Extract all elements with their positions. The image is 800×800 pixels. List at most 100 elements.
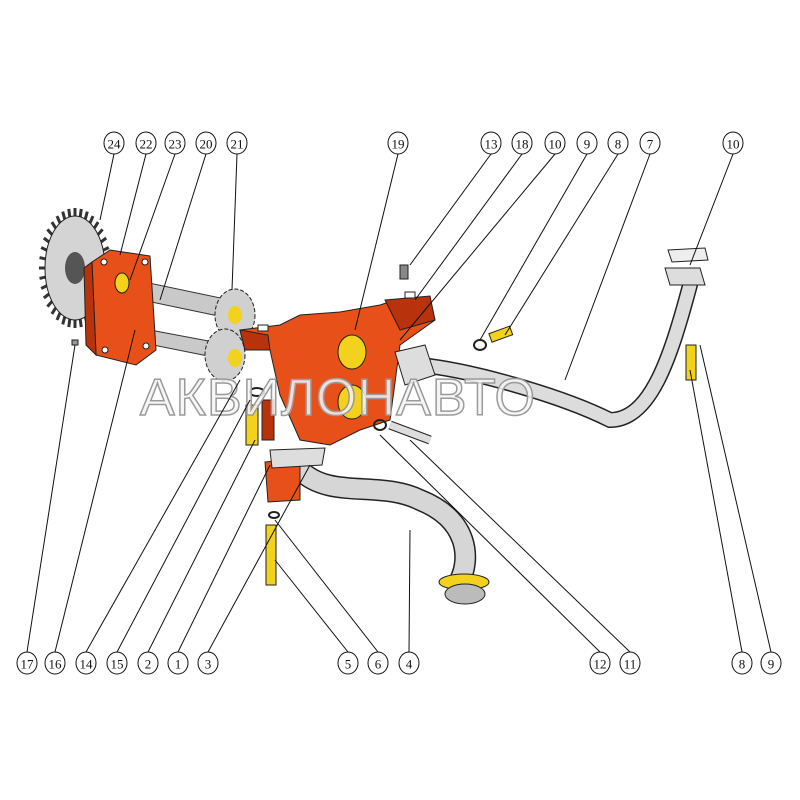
callout-circle bbox=[226, 131, 248, 155]
pump-gears bbox=[204, 288, 256, 382]
callout-circle bbox=[167, 651, 189, 675]
callout-number: 9 bbox=[768, 657, 775, 672]
callout-3: 3 bbox=[197, 651, 219, 675]
leader-line bbox=[689, 153, 734, 266]
leader-line bbox=[119, 153, 147, 256]
callout-number: 10 bbox=[727, 137, 740, 152]
pump-cover bbox=[83, 249, 157, 366]
callout-24: 24 bbox=[103, 131, 125, 155]
callout-number: 22 bbox=[140, 137, 153, 152]
callout-number: 1 bbox=[175, 657, 182, 672]
callout-13: 13 bbox=[480, 131, 502, 155]
gear-tooth bbox=[42, 292, 50, 300]
oil-intake-pipe bbox=[264, 447, 490, 605]
callout-11: 11 bbox=[619, 651, 641, 675]
callout-circle bbox=[195, 131, 217, 155]
callout-circle bbox=[103, 131, 125, 155]
callout-number: 12 bbox=[594, 657, 607, 672]
callout-5: 5 bbox=[337, 651, 359, 675]
gear-tooth bbox=[55, 215, 62, 224]
callout-number: 9 bbox=[584, 137, 591, 152]
callout-8: 8 bbox=[731, 651, 753, 675]
callout-circle bbox=[607, 131, 629, 155]
callout-number: 8 bbox=[615, 137, 622, 152]
leader-line bbox=[99, 153, 115, 221]
callout-number: 23 bbox=[169, 137, 182, 152]
gear-tooth bbox=[67, 319, 72, 328]
leader-line bbox=[504, 153, 619, 336]
gear-tooth bbox=[102, 246, 110, 252]
callout-circle bbox=[137, 651, 159, 675]
callout-number: 16 bbox=[49, 657, 63, 672]
leader-line bbox=[177, 464, 271, 653]
callout-23: 23 bbox=[164, 131, 186, 155]
gear-tooth bbox=[46, 228, 54, 236]
leader-line bbox=[159, 153, 207, 301]
callout-circle bbox=[197, 651, 219, 675]
callout-circle bbox=[576, 131, 598, 155]
callout-number: 3 bbox=[205, 657, 212, 672]
gear-tooth bbox=[40, 284, 48, 290]
callout-number: 19 bbox=[392, 137, 405, 152]
callout-circle bbox=[367, 651, 389, 675]
gear-tooth bbox=[61, 211, 67, 220]
pump-housing bbox=[239, 291, 436, 446]
callout-circle bbox=[337, 651, 359, 675]
gear-tooth bbox=[50, 221, 57, 229]
leader-lines bbox=[26, 153, 772, 653]
leader-line bbox=[231, 153, 238, 291]
callout-circle bbox=[589, 651, 611, 675]
leader-line bbox=[147, 439, 256, 653]
gear-tooth bbox=[78, 208, 83, 217]
gear-tooth bbox=[88, 215, 95, 224]
callout-4: 4 bbox=[398, 651, 420, 675]
leader-line bbox=[26, 344, 76, 653]
bolts bbox=[71, 264, 697, 586]
callout-number: 7 bbox=[647, 137, 654, 152]
callout-circle bbox=[135, 131, 157, 155]
callout-18: 18 bbox=[511, 131, 533, 155]
callout-circle bbox=[544, 131, 566, 155]
callout-number: 13 bbox=[485, 137, 498, 152]
callout-number: 10 bbox=[549, 137, 562, 152]
callout-2: 2 bbox=[137, 651, 159, 675]
callout-7: 7 bbox=[639, 131, 661, 155]
callout-circle bbox=[480, 131, 502, 155]
leader-line bbox=[274, 559, 349, 653]
callout-number: 4 bbox=[406, 657, 413, 672]
gear-tooth bbox=[40, 246, 48, 252]
callout-number: 2 bbox=[145, 657, 152, 672]
callout-21: 21 bbox=[226, 131, 248, 155]
gear-tooth bbox=[61, 316, 67, 325]
callout-6: 6 bbox=[367, 651, 389, 675]
gear-tooth bbox=[46, 300, 54, 308]
callout-16: 16 bbox=[44, 651, 66, 675]
leader-line bbox=[689, 369, 743, 653]
callout-circle bbox=[387, 131, 409, 155]
callout-number: 15 bbox=[111, 657, 124, 672]
gear-tooth bbox=[39, 275, 46, 280]
callout-19: 19 bbox=[387, 131, 409, 155]
leader-line bbox=[54, 329, 136, 653]
callout-number: 11 bbox=[624, 657, 637, 672]
callout-circle bbox=[619, 651, 641, 675]
gear-tooth bbox=[93, 221, 100, 229]
leader-line bbox=[479, 153, 588, 341]
gear-tooth bbox=[96, 228, 104, 236]
oil-outlet-pipe bbox=[394, 247, 709, 429]
leader-line bbox=[564, 153, 651, 381]
callout-circle bbox=[164, 131, 186, 155]
callout-9: 9 bbox=[760, 651, 782, 675]
callout-number: 24 bbox=[108, 137, 122, 152]
gear-tooth bbox=[67, 208, 72, 217]
callout-8: 8 bbox=[607, 131, 629, 155]
gear-tooth bbox=[100, 236, 108, 244]
callout-1: 1 bbox=[167, 651, 189, 675]
callout-number: 21 bbox=[231, 137, 244, 152]
callout-number: 8 bbox=[739, 657, 746, 672]
callout-10: 10 bbox=[544, 131, 566, 155]
callout-22: 22 bbox=[135, 131, 157, 155]
